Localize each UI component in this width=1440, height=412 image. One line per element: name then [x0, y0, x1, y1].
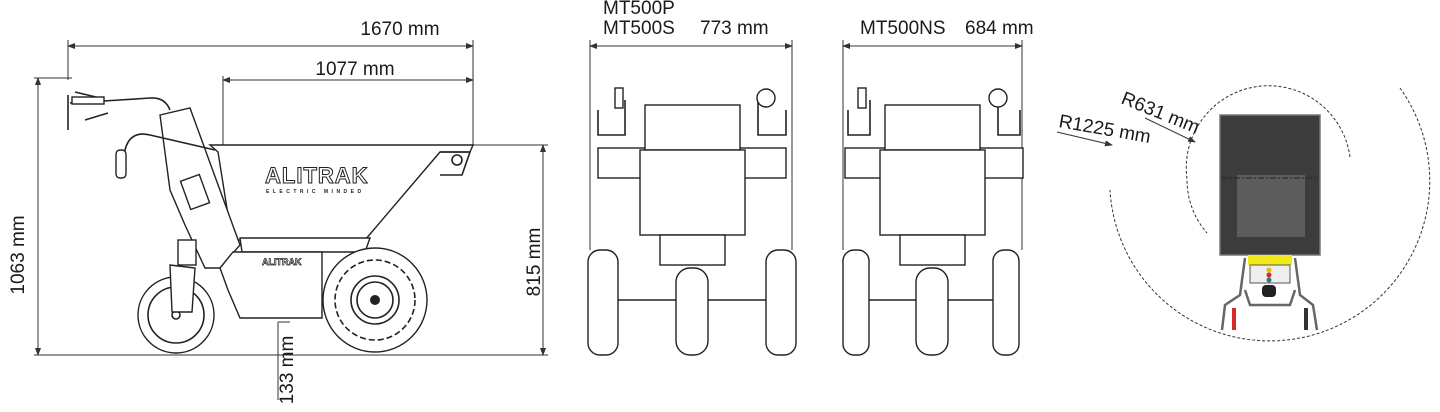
- model-label-mt500ns: MT500NS: [860, 18, 946, 39]
- bin-logo: ALITRAK: [265, 163, 369, 188]
- side-machine-illustration: ALITRAK ELECTRIC MINDED ALITRAK: [67, 91, 475, 354]
- bin-logo-tagline: ELECTRIC MINDED: [266, 189, 365, 195]
- inner-turning-circle: [1185, 85, 1351, 234]
- top-view-turning-radius: R631 mm R1225 mm: [1056, 85, 1431, 342]
- front-view-mt500p-mt500s: MT500P MT500S 773 mm: [587, 0, 797, 356]
- bin-length-label: 1077 mm: [315, 59, 394, 80]
- overall-length-label: 1670 mm: [360, 19, 439, 40]
- top-control-panel: [1248, 255, 1292, 265]
- top-bin-floor: [1237, 175, 1305, 237]
- front-width-label-2: 684 mm: [965, 18, 1034, 39]
- outer-turning-circle: [1109, 87, 1431, 342]
- front-machine-illustration-1: [587, 87, 797, 356]
- outer-radius-label: R1225 mm: [1057, 111, 1152, 148]
- model-label-mt500s: MT500S: [603, 18, 675, 39]
- side-view: 1670 mm 1077 mm 1063 mm 815 mm 133 mm AL…: [8, 19, 548, 404]
- red-handle: [1232, 308, 1236, 330]
- ground-clearance-label: 133 mm: [277, 336, 298, 405]
- bin-height-label: 815 mm: [524, 228, 545, 297]
- model-label-mt500p: MT500P: [603, 0, 675, 19]
- front-view-mt500ns: MT500NS 684 mm: [842, 18, 1034, 356]
- overall-height-label: 1063 mm: [8, 215, 29, 294]
- front-machine-illustration-2: [842, 87, 1024, 356]
- chassis-logo: ALITRAK: [262, 257, 302, 267]
- front-width-label-1: 773 mm: [700, 18, 769, 39]
